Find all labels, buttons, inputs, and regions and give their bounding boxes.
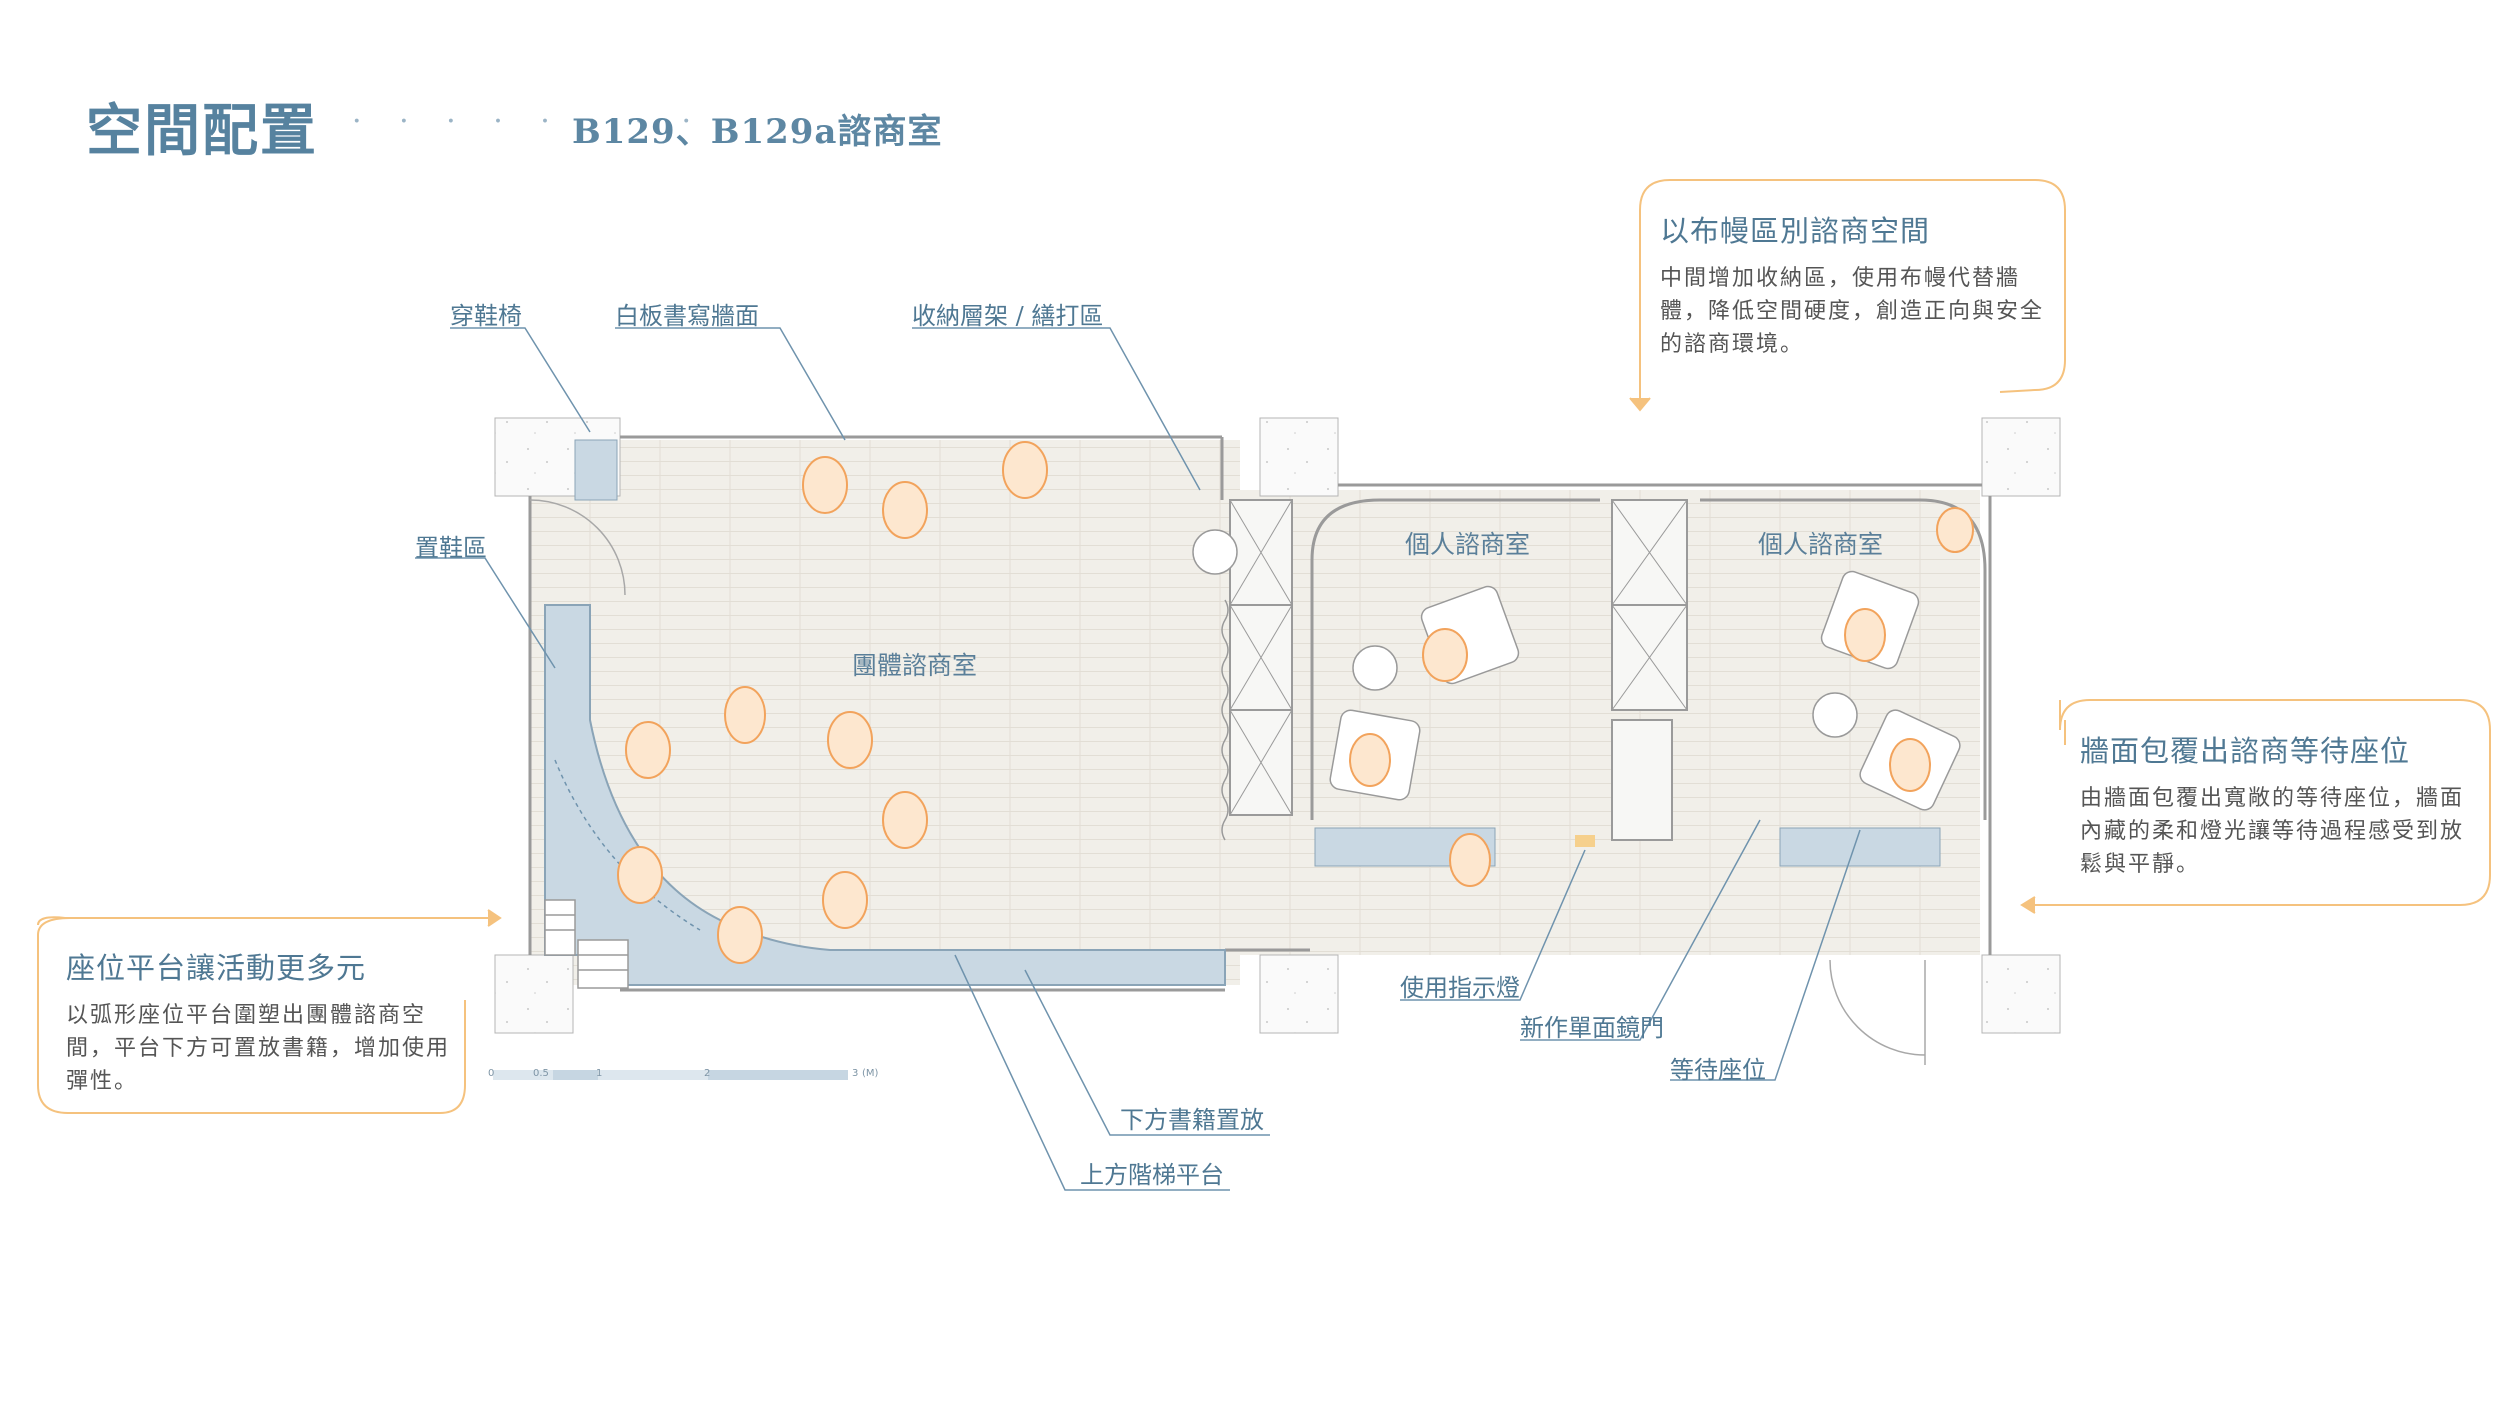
callout-platform: 座位平台讓活動更多元 以弧形座位平台圍塑出團體諮商空間，平台下方可置放書籍，增加… <box>66 945 456 1098</box>
label-shoe-area: 置鞋區 <box>415 534 487 562</box>
label-waiting-seat: 等待座位 <box>1670 1056 1766 1084</box>
room-label-group: 團體諮商室 <box>852 651 978 680</box>
callout-curtain-title: 以布幔區別諮商空間 <box>1660 214 1931 248</box>
people <box>617 441 1974 964</box>
door-swing <box>529 499 626 596</box>
callout-bubbles <box>37 179 2491 1114</box>
middle-storage <box>1611 499 1688 841</box>
callout-wall-seat: 牆面包覆出諮商等待座位 由牆面包覆出寬敞的等待座位，牆面內藏的柔和燈光讓等待過程… <box>2080 728 2470 881</box>
side-table-b <box>1812 692 1858 738</box>
page-title: 空間配置 <box>86 98 318 164</box>
storage-shelves <box>1229 499 1293 816</box>
label-stair-platform: 上方階梯平台 <box>1080 1161 1224 1189</box>
callout-curtain-body: 中間增加收納區，使用布幔代替牆體，降低空間硬度，創造正向與安全的諮商環境。 <box>1660 266 2045 357</box>
round-table <box>1192 529 1238 575</box>
scale-tick-3: 3 <box>852 1068 859 1079</box>
column-bottom-mid <box>1259 954 1339 1034</box>
scale-bar <box>493 1070 848 1080</box>
door-swing-right <box>1829 959 1926 1065</box>
scale-unit: (M) <box>862 1068 879 1079</box>
column-top-right <box>1981 417 2061 497</box>
label-storage: 收納層架 / 繕打區 <box>912 302 1104 330</box>
indicator-light <box>1575 835 1595 847</box>
steps <box>544 899 629 989</box>
leader-lines <box>415 327 1861 1191</box>
label-indicator-light: 使用指示燈 <box>1400 974 1520 1002</box>
column-bottom-left <box>494 954 574 1034</box>
side-table-a <box>1352 645 1398 691</box>
label-mirror-door: 新作單面鏡門 <box>1520 1014 1664 1042</box>
room-label-personal-a: 個人諮商室 <box>1405 530 1531 559</box>
waiting-seat-b <box>1779 827 1941 867</box>
column-bottom-right <box>1981 954 2061 1034</box>
label-shoe-bench: 穿鞋椅 <box>450 302 522 330</box>
title-dots: · · · · · · · · <box>352 104 706 139</box>
scale-tick-1: 1 <box>596 1068 603 1079</box>
personal-room-a-wall <box>1310 498 1600 820</box>
callout-platform-body: 以弧形座位平台圍塑出團體諮商空間，平台下方可置放書籍，增加使用彈性。 <box>66 1003 451 1094</box>
callout-wall-seat-body: 由牆面包覆出寬敞的等待座位，牆面內藏的柔和燈光讓等待過程感受到放鬆與平靜。 <box>2080 786 2465 877</box>
callout-curtain: 以布幔區別諮商空間 中間增加收納區，使用布幔代替牆體，降低空間硬度，創造正向與安… <box>1660 208 2050 361</box>
room-label-personal-b: 個人諮商室 <box>1758 530 1884 559</box>
column-top-mid <box>1259 417 1339 497</box>
scale-tick-05: 0.5 <box>533 1068 549 1079</box>
walls <box>528 435 1992 992</box>
callout-wall-seat-title: 牆面包覆出諮商等待座位 <box>2080 734 2411 768</box>
callout-platform-title: 座位平台讓活動更多元 <box>66 951 367 985</box>
shoe-bench <box>574 439 618 501</box>
scale-tick-2: 2 <box>704 1068 711 1079</box>
label-whiteboard: 白板書寫牆面 <box>615 302 759 330</box>
scale-tick-0: 0 <box>488 1068 495 1079</box>
curtain <box>1221 599 1229 841</box>
page-subtitle: B129、B129a諮商室 <box>572 112 943 152</box>
label-book-storage: 下方書籍置放 <box>1120 1106 1264 1134</box>
